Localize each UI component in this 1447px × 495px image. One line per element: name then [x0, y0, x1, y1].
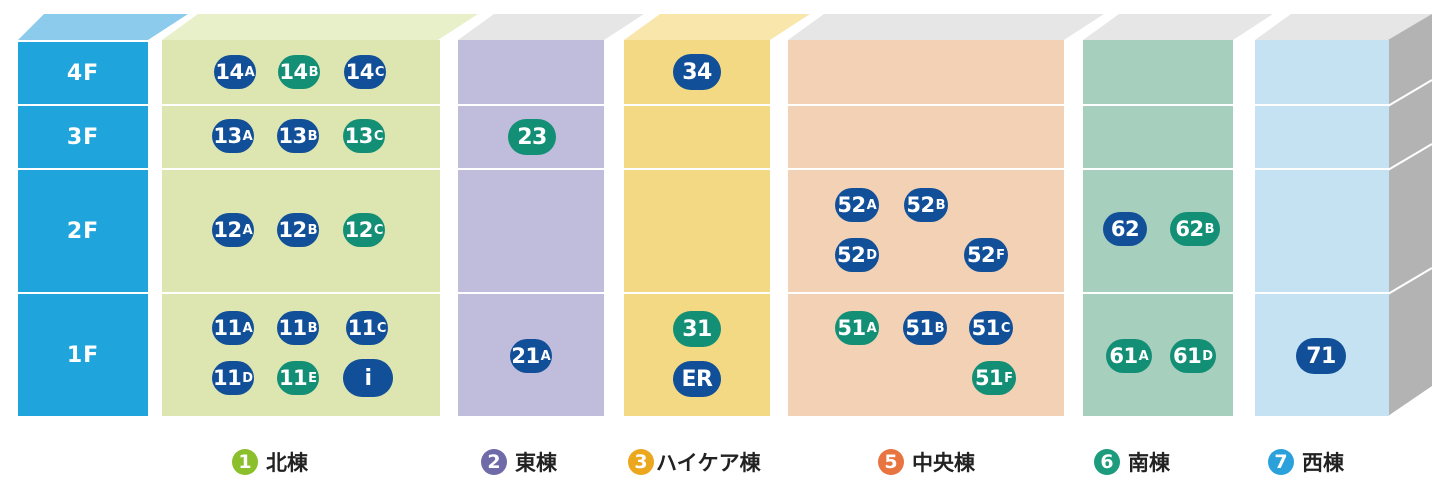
legend-number-badge: 3 [628, 449, 654, 475]
legend-label: ハイケア棟 [656, 451, 761, 475]
central-building [788, 40, 1064, 416]
legend-label: 東棟 [515, 451, 557, 475]
legend-label: 北棟 [266, 451, 308, 475]
legend-highcare-building[interactable]: 3 ハイケア棟 [628, 446, 761, 478]
legend-number-badge: 6 [1094, 449, 1120, 475]
ward-71[interactable]: 71 [1296, 338, 1346, 374]
legend-east-building[interactable]: 2 東棟 [481, 446, 557, 478]
floor-label-4f: 4F [18, 42, 148, 104]
floor-label-1f: 1F [18, 294, 148, 416]
south-building-roof [1083, 14, 1273, 40]
east-building-roof [458, 14, 644, 40]
legend-number-badge: 1 [232, 449, 258, 475]
highcare-building [624, 40, 770, 416]
ward-62[interactable]: 62 [1103, 212, 1147, 246]
floor-divider-3f-2f [18, 168, 1390, 170]
legend-number-badge: 2 [481, 449, 507, 475]
legend-label: 西棟 [1302, 451, 1344, 475]
highcare-building-roof [624, 14, 810, 40]
legend-north-building[interactable]: 1 北棟 [232, 446, 308, 478]
info-badge[interactable]: i [343, 359, 393, 397]
ward-31[interactable]: 31 [673, 311, 721, 347]
floor-label-2f: 2F [18, 170, 148, 292]
ward-23[interactable]: 23 [508, 119, 556, 155]
floor-divider-4f-3f [18, 104, 1390, 106]
floor-label-3f: 3F [18, 106, 148, 168]
north-building-roof [162, 14, 478, 40]
legend-west-building[interactable]: 7 西棟 [1268, 446, 1344, 478]
central-building-roof [788, 14, 1104, 40]
legend-number-badge: 5 [878, 449, 904, 475]
floor-label-roof [18, 14, 188, 40]
legend-number-badge: 7 [1268, 449, 1294, 475]
legend-south-building[interactable]: 6 南棟 [1094, 446, 1170, 478]
legend-central-building[interactable]: 5 中央棟 [878, 446, 975, 478]
legend-label: 中央棟 [912, 451, 975, 475]
ward-34[interactable]: 34 [673, 54, 721, 90]
legend-label: 南棟 [1128, 451, 1170, 475]
er-badge[interactable]: ER [673, 361, 721, 397]
floor-divider-2f-1f [18, 292, 1390, 294]
west-building-side [1388, 14, 1433, 416]
